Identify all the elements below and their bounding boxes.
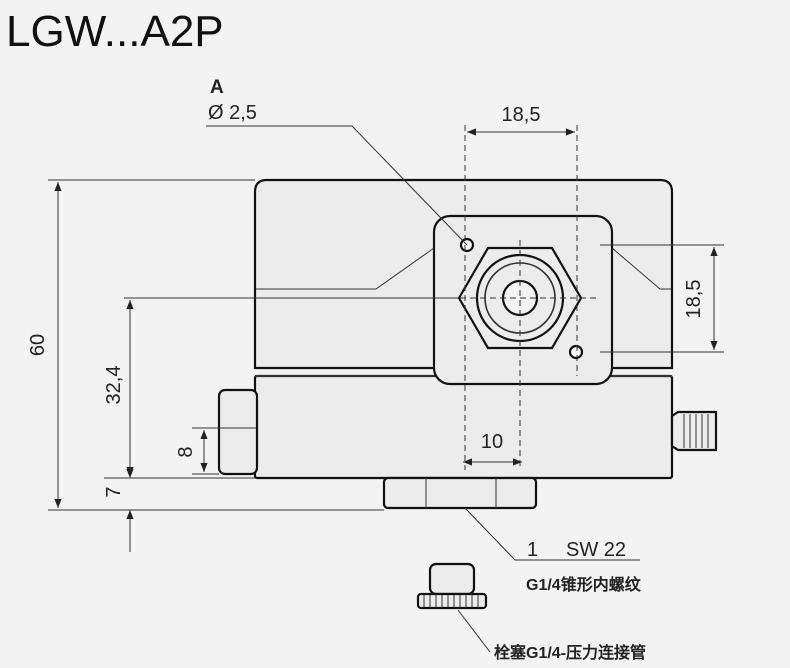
center-lines xyxy=(440,125,600,470)
dimension-lines xyxy=(54,128,718,552)
leader-sw22 xyxy=(464,507,640,561)
lower-housing xyxy=(253,374,674,480)
label-hole-diameter: Ø 2,5 xyxy=(208,102,257,124)
right-connector xyxy=(670,410,718,452)
extension-lines xyxy=(48,179,724,511)
plug-part xyxy=(416,562,488,610)
dim-overall-height-text: 60 xyxy=(27,334,49,356)
dim-top-width-text: 18,5 xyxy=(502,104,541,126)
plug-head xyxy=(428,562,476,596)
leader-lines xyxy=(206,125,640,653)
label-plug: 栓塞G1/4-压力连接管 xyxy=(494,643,646,662)
bottom-fitting xyxy=(382,476,538,510)
dim-knob-height-text: 8 xyxy=(175,446,197,457)
mounting-hole-bottom xyxy=(568,344,584,360)
label-item-1: 1 xyxy=(527,539,538,561)
cover-fold-right xyxy=(611,247,671,290)
plug-thread xyxy=(416,592,488,610)
label-thread: G1/4锥形内螺纹 xyxy=(526,575,642,594)
label-sw22: SW 22 xyxy=(566,539,626,561)
label-a: A xyxy=(210,77,224,98)
device-housing xyxy=(217,178,718,510)
dim-bottom-width-text: 10 xyxy=(481,431,503,453)
left-knob xyxy=(217,388,259,476)
dim-right-height-text: 18,5 xyxy=(683,280,705,319)
connector-ribs xyxy=(683,414,709,448)
plug-knurl xyxy=(423,595,479,607)
leader-hole-a xyxy=(206,125,468,246)
leader-plug xyxy=(457,609,491,653)
cover-fold-left xyxy=(256,247,435,290)
dim-base-offset-text: 7 xyxy=(103,486,125,497)
drawing-title: LGW...A2P xyxy=(6,7,224,56)
dim-center-height-text: 32,4 xyxy=(103,366,125,405)
